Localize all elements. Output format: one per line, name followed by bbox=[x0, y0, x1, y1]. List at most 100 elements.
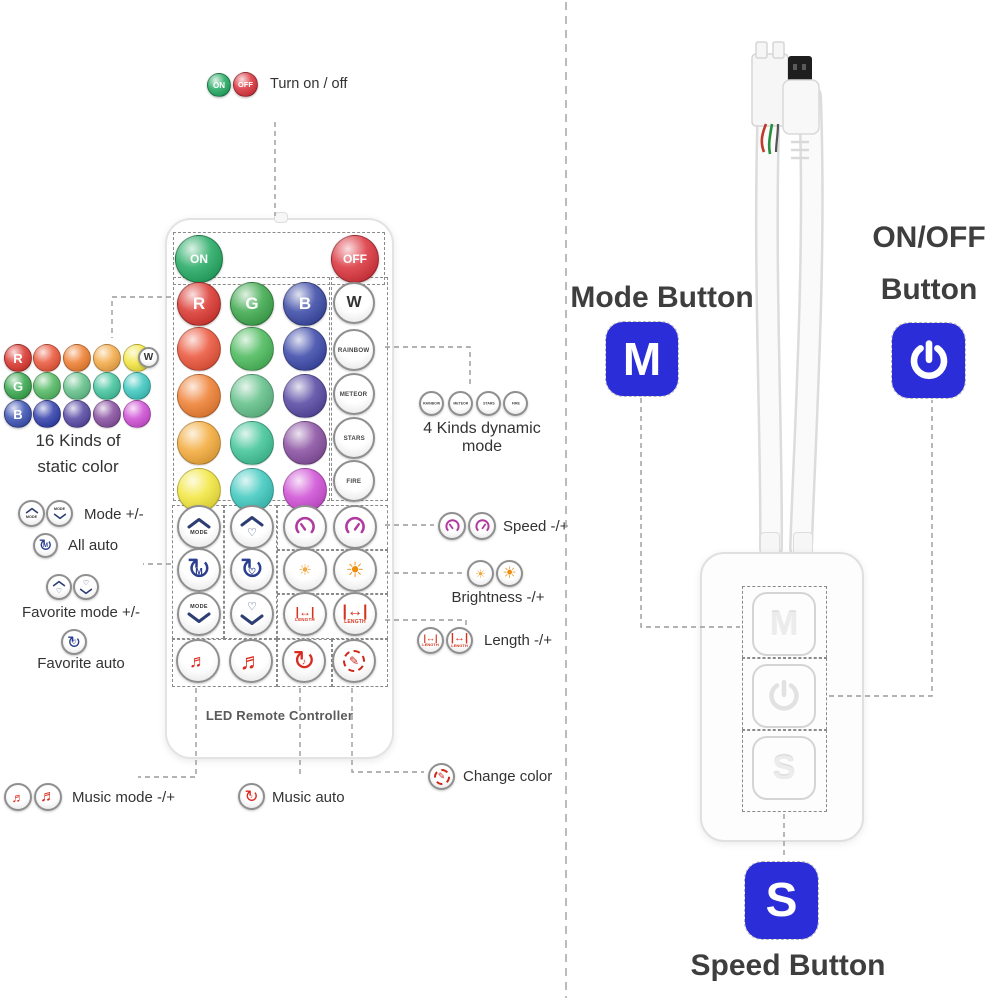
color-swatch bbox=[33, 344, 61, 372]
speed-plus-mini bbox=[468, 512, 496, 540]
fire-label: FIRE bbox=[346, 477, 362, 485]
color-swatch bbox=[123, 372, 151, 400]
favorite-up-mini: ♡ bbox=[46, 574, 72, 600]
remote-title: LED Remote Controller bbox=[205, 708, 354, 723]
remote-blue-button[interactable]: B bbox=[283, 282, 327, 326]
cycle-icon: ↻ M bbox=[186, 553, 212, 586]
color-swatch bbox=[63, 344, 91, 372]
change-color-button[interactable]: ✎ bbox=[332, 639, 376, 683]
all-auto-button[interactable]: ↻ M bbox=[177, 548, 221, 592]
chevron-down-icon bbox=[240, 614, 264, 625]
device-speed-button[interactable]: S bbox=[752, 736, 816, 800]
favorite-down-button[interactable]: ♡ bbox=[230, 592, 274, 636]
music-mode-label: Music mode -/+ bbox=[72, 789, 175, 806]
mode-up-button[interactable]: MODE bbox=[177, 505, 221, 549]
music-note-icon: ♬ bbox=[189, 651, 207, 671]
music-mode-plus-button[interactable]: ♬ bbox=[229, 639, 273, 683]
length-icon: |↔| LENGTH bbox=[295, 604, 315, 622]
all-auto-mini: ↻ M bbox=[33, 533, 58, 558]
change-color-label: Change color bbox=[463, 768, 553, 785]
speed-minus-mini bbox=[438, 512, 466, 540]
rainbow-mini: RAINBOW bbox=[419, 391, 444, 416]
gauge-icon bbox=[295, 516, 315, 534]
color-swatch[interactable] bbox=[283, 421, 327, 465]
power-icon bbox=[910, 339, 947, 379]
group-box-speed bbox=[277, 505, 388, 550]
brightness-minus-button[interactable]: ☀ bbox=[283, 548, 327, 592]
fire-button[interactable]: FIRE bbox=[333, 460, 375, 502]
music-minus-mini: ♬ bbox=[4, 783, 32, 811]
cycle-note-icon: ↻ ♪ bbox=[244, 787, 259, 806]
device-power-button[interactable] bbox=[752, 664, 816, 728]
music-auto-label: Music auto bbox=[272, 789, 345, 806]
group-box-onoff bbox=[173, 232, 385, 285]
music-note-icon: ♬ bbox=[239, 647, 263, 674]
group-box-brightness bbox=[277, 550, 388, 594]
length-minus-button[interactable]: |↔| LENGTH bbox=[283, 592, 327, 636]
music-mode-minus-button[interactable]: ♬ bbox=[176, 639, 220, 683]
favorite-auto-button[interactable]: ↻ ♡ bbox=[230, 548, 274, 592]
favorite-pm-label: Favorite mode +/- bbox=[22, 604, 140, 621]
plug-body bbox=[782, 79, 820, 135]
group-box-music bbox=[172, 639, 277, 687]
remote-green-button[interactable]: G bbox=[230, 282, 274, 326]
fire-mini: FIRE bbox=[503, 391, 528, 416]
color-swatch[interactable] bbox=[177, 327, 221, 371]
color-swatch[interactable] bbox=[283, 327, 327, 371]
swatch-g-label: G bbox=[4, 372, 32, 400]
cycle-icon: ↻ M bbox=[38, 536, 53, 555]
music-plus-mini: ♬ bbox=[34, 783, 62, 811]
length-label: Length -/+ bbox=[484, 632, 552, 649]
favorite-up-button[interactable]: ♡ bbox=[230, 505, 274, 549]
cycle-note-icon: ↻ ♪ bbox=[292, 645, 316, 676]
meteor-mini: METEOR bbox=[448, 391, 473, 416]
remote-red-button[interactable]: R bbox=[177, 282, 221, 326]
color-swatch[interactable] bbox=[177, 468, 221, 512]
rainbow-label: RAINBOW bbox=[338, 346, 370, 354]
remote-color-grid bbox=[177, 327, 327, 512]
rainbow-button[interactable]: RAINBOW bbox=[333, 329, 375, 371]
remote-on-button[interactable]: ON bbox=[175, 235, 223, 283]
color-swatch[interactable] bbox=[230, 374, 274, 418]
chevron-up-icon bbox=[240, 516, 264, 527]
chevron-up-icon bbox=[187, 518, 211, 529]
color-swatch[interactable] bbox=[230, 468, 274, 512]
color-swatch[interactable] bbox=[177, 421, 221, 465]
cycle-heart-icon: ↻ ♡ bbox=[239, 553, 265, 586]
length-icon: |↔| LENGTH bbox=[342, 602, 368, 625]
length-plus-button[interactable]: |↔| LENGTH bbox=[333, 592, 377, 636]
swatch-b-label: B bbox=[4, 400, 32, 428]
music-auto-button[interactable]: ↻ ♪ bbox=[282, 639, 326, 683]
callout-box-speed bbox=[742, 730, 827, 812]
swatch-row-warm bbox=[33, 344, 151, 372]
speed-minus-button[interactable] bbox=[283, 505, 327, 549]
callout-box-power bbox=[742, 658, 827, 730]
color-swatch[interactable] bbox=[283, 374, 327, 418]
change-color-mini: ✎ bbox=[428, 763, 455, 790]
color-swatch[interactable] bbox=[230, 421, 274, 465]
mode-down-button[interactable]: MODE bbox=[177, 592, 221, 636]
color-swatch[interactable] bbox=[230, 327, 274, 371]
heart-icon: ♡ bbox=[247, 527, 257, 539]
color-swatch bbox=[63, 372, 91, 400]
mode-down-mini: MODE bbox=[46, 500, 73, 527]
remote-white-button[interactable]: W bbox=[333, 282, 375, 324]
remote-off-button[interactable]: OFF bbox=[331, 235, 379, 283]
device-mode-button[interactable]: M bbox=[752, 592, 816, 656]
speed-plus-button[interactable] bbox=[333, 505, 377, 549]
color-swatch[interactable] bbox=[177, 374, 221, 418]
speed-label: Speed -/+ bbox=[503, 518, 569, 535]
favorite-auto-mini: ↻ ♡ bbox=[61, 629, 87, 655]
gauge-icon bbox=[345, 516, 365, 534]
ir-emitter bbox=[274, 212, 288, 223]
stars-button[interactable]: STARS bbox=[333, 417, 375, 459]
off-mini-button: OFF bbox=[233, 72, 258, 97]
color-swatch bbox=[33, 372, 61, 400]
brightness-plus-button[interactable]: ☀ bbox=[333, 548, 377, 592]
red-wire bbox=[760, 123, 768, 153]
mode-up-mini: MODE bbox=[18, 500, 45, 527]
meteor-button[interactable]: METEOR bbox=[333, 373, 375, 415]
gauge-icon bbox=[474, 518, 490, 531]
